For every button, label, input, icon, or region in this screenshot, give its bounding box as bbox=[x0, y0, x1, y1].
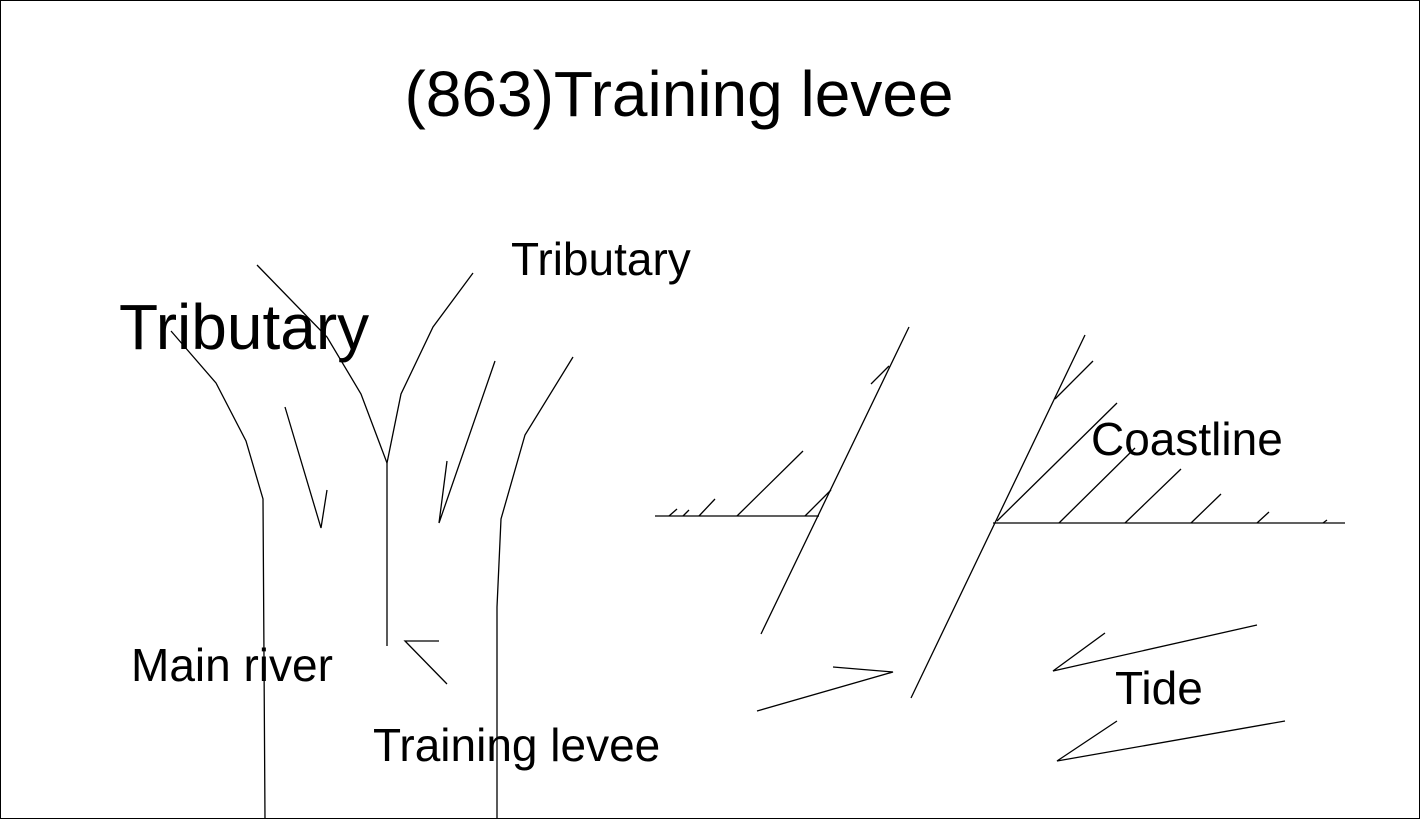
coastline-hatch bbox=[682, 509, 690, 517]
training-levee-left bbox=[284, 406, 328, 529]
training-levee-left-diagonal bbox=[760, 326, 910, 635]
coastline-hatch bbox=[1256, 511, 1270, 524]
coastline-hatch bbox=[1190, 493, 1222, 524]
coastline-hatch bbox=[1054, 360, 1094, 400]
coastline-hatch bbox=[804, 489, 832, 517]
coastline-hatch bbox=[698, 498, 716, 517]
coastline-hatch bbox=[1058, 447, 1136, 524]
coastline-hatch bbox=[996, 402, 1118, 522]
river-system bbox=[170, 264, 574, 818]
label-training-levee: Training levee bbox=[373, 719, 660, 771]
main-river-left-bank bbox=[170, 330, 266, 818]
diagram-title: (863)Training levee bbox=[404, 58, 953, 130]
coastline-hatch bbox=[870, 365, 890, 385]
coast-system bbox=[655, 326, 1345, 762]
tide-arrow-lower bbox=[1056, 720, 1286, 762]
label-tributary-left: Tributary bbox=[119, 291, 369, 363]
label-main-river: Main river bbox=[131, 639, 333, 691]
label-tributary-right: Tributary bbox=[511, 233, 691, 285]
flow-arrow bbox=[756, 666, 894, 712]
main-river-right-bank bbox=[496, 356, 574, 818]
label-coastline: Coastline bbox=[1091, 413, 1283, 465]
coastline-hatch bbox=[1124, 468, 1182, 524]
coastline-hatch bbox=[1322, 519, 1328, 524]
tide-arrow-upper bbox=[1052, 624, 1258, 672]
coastline-hatch bbox=[736, 450, 804, 517]
training-levee-right bbox=[438, 360, 496, 524]
training-levee-right-diagonal bbox=[910, 334, 1086, 699]
label-tide: Tide bbox=[1115, 662, 1203, 714]
training-levee-pointer-arrow bbox=[403, 640, 448, 685]
tributary-left-channel bbox=[256, 264, 388, 464]
coastline-hatch bbox=[668, 508, 678, 517]
tributary-right-channel bbox=[386, 272, 474, 464]
